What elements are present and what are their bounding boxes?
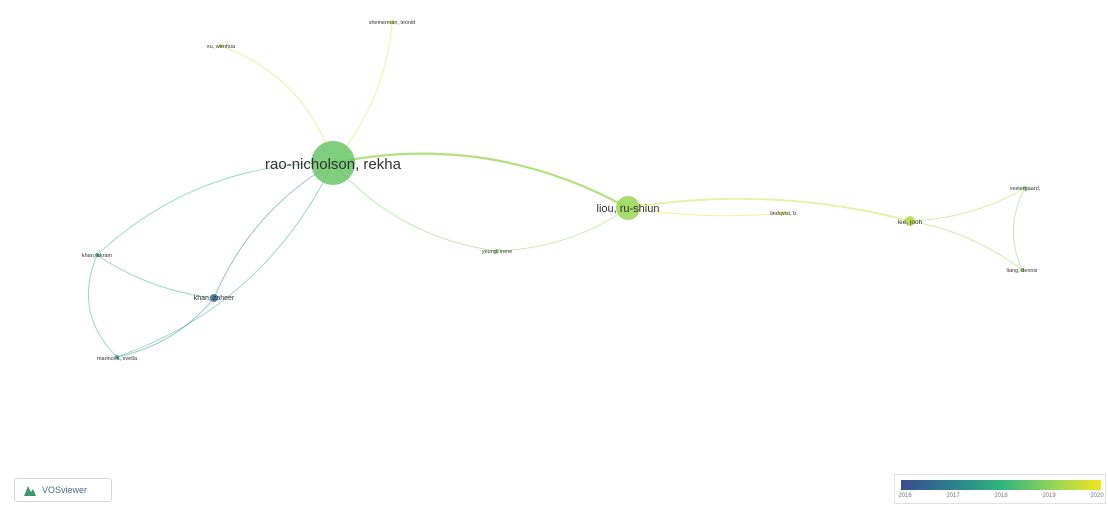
node-left-bottom[interactable] [115,355,119,359]
node-left-top[interactable] [95,253,99,257]
node-label-left-top[interactable]: khan, akram [82,253,113,259]
node-right-top[interactable] [1023,186,1027,190]
logo-text: VOSviewer [42,485,88,495]
node-label-top-b[interactable]: sheinerman, leonid [369,20,415,26]
colorbar-tick-2020: 2020 [1090,493,1104,499]
node-label-right-bottom[interactable]: liang, dennis [1007,268,1038,274]
link-liou-mid[interactable] [496,207,629,252]
node-label-laboratory[interactable]: lee, jooh [898,219,923,226]
colorbar-tick-2016: 2016 [898,493,912,499]
node-top-a[interactable] [219,44,223,48]
link-rao-nicholson-top-a[interactable] [220,45,334,164]
node-label-hub-sw[interactable]: khan, zaheer [194,295,235,302]
link-rao-nicholson-left-top[interactable] [96,162,334,256]
node-label-top-a[interactable]: xu, wenhua [207,44,236,50]
node-between[interactable] [782,211,786,215]
link-rao-nicholson-left-bottom[interactable] [116,162,334,358]
link-liou-between[interactable] [627,207,785,217]
node-layer [95,20,1027,359]
node-laboratory[interactable] [905,216,915,226]
link-hub-sw-left-bottom[interactable] [116,297,215,358]
colorbar-gradient [901,480,1101,490]
link-laboratory-right-bottom[interactable] [909,220,1023,271]
node-label-between[interactable]: lindqvist, b. [770,211,798,217]
vosviewer-logo: VOSviewer [14,478,112,502]
edge-layer [87,21,1026,358]
link-left-top-left-bottom[interactable] [87,254,118,358]
link-right-top-right-bottom[interactable] [1013,187,1026,271]
link-rao-nicholson-mid[interactable] [332,162,498,252]
link-laboratory-right-top[interactable] [909,187,1026,222]
node-liou[interactable] [616,196,640,220]
node-top-b[interactable] [390,20,394,24]
node-mid[interactable] [495,249,499,253]
link-hub-sw-left-top[interactable] [96,254,215,299]
link-liou-laboratory[interactable] [627,197,911,222]
colorbar-tick-2017: 2017 [946,493,960,499]
link-rao-nicholson-hub-sw[interactable] [213,162,334,299]
colorbar-tick-2018: 2018 [994,493,1008,499]
node-label-liou[interactable]: liou, ru-shiun [597,203,660,215]
colorbar-tick-2019: 2019 [1042,493,1056,499]
link-rao-nicholson-liou[interactable] [331,152,630,210]
node-label-right-top[interactable]: vestergaard, [1010,186,1041,192]
node-right-bottom[interactable] [1020,268,1024,272]
node-hub-sw[interactable] [210,294,218,302]
node-label-rao-nicholson[interactable]: rao-nicholson, rekha [265,156,402,173]
node-label-mid[interactable]: yeung, irene [482,249,512,255]
vosviewer-logo-icon [24,486,36,496]
label-layer: rao-nicholson, rekha liou, ru-shiun lee, j… [82,20,1041,362]
link-rao-nicholson-top-b[interactable] [332,21,393,164]
node-rao-nicholson[interactable] [311,141,355,185]
node-label-left-bottom[interactable]: marinova, svetla [97,356,138,362]
year-colorbar-legend: 2016 2017 2018 2019 2020 [894,474,1106,504]
